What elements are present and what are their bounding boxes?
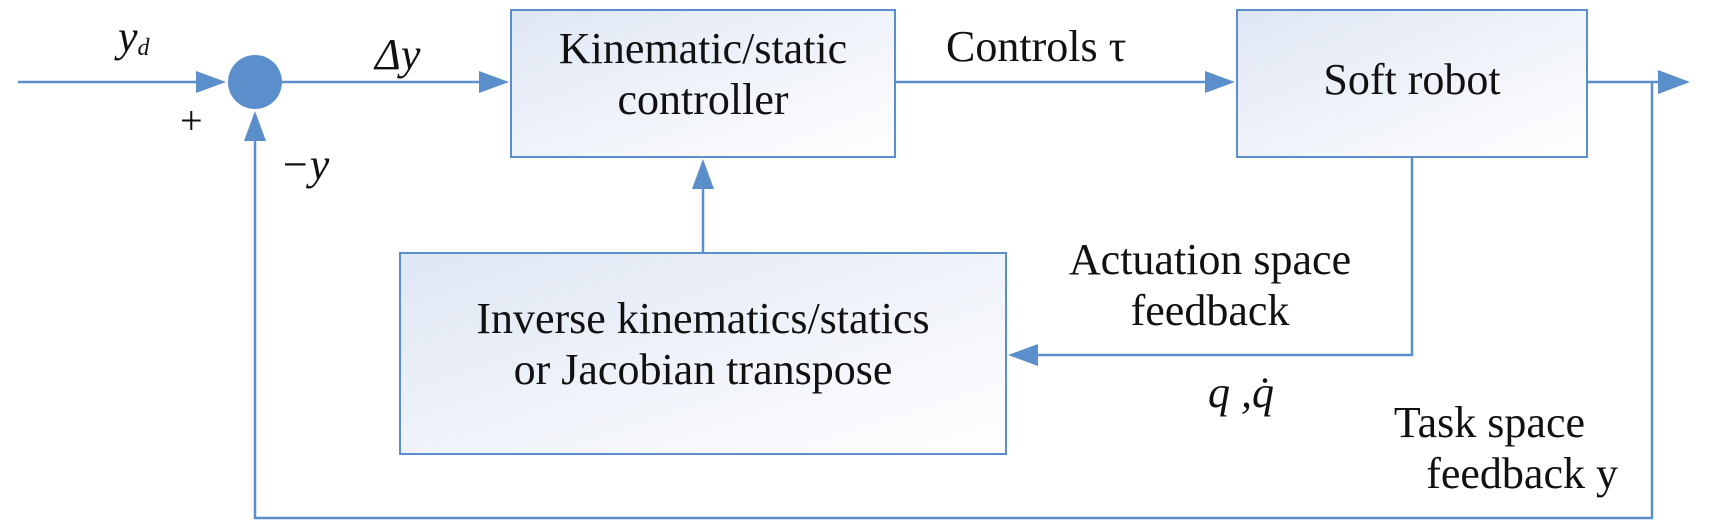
soft-robot-label-line1: Soft robot [1323,55,1501,104]
signal-lines [18,80,1664,520]
task-feedback-line2: feedback y [1426,448,1618,498]
soft-robot-block-label: Soft robot [1237,55,1587,106]
negative-feedback-label: −y [280,140,330,189]
task-feedback-line [253,82,1654,520]
reference-label: yd [118,12,150,63]
arrowhead-output [1658,70,1690,94]
plus-sign-label: + [180,98,203,143]
arrowhead-reference [196,71,226,93]
reference-subscript: d [137,35,150,61]
task-feedback-label: Task space feedback y [1300,398,1618,499]
reference-symbol: y [118,12,138,61]
inverse-block-label: Inverse kinematics/statics or Jacobian t… [400,294,1006,395]
inverse-label-line1: Inverse kinematics/statics [476,294,930,343]
summing-junction [228,55,282,109]
inverse-label-line2: or Jacobian transpose [513,344,893,394]
controls-label: Controls τ [946,22,1127,71]
actuation-feedback-label: Actuation space feedback [1030,235,1390,336]
arrowhead-task-feedback [244,111,266,141]
controller-block-label: Kinematic/static controller [511,24,895,125]
arrowhead-inverse-to-controller [692,159,714,189]
controller-block [510,9,896,158]
error-label: Δy [375,30,421,79]
actuation-feedback-line [1024,157,1414,357]
controller-label-line2: controller [617,74,789,124]
actuation-feedback-line2: feedback [1130,285,1290,335]
actuation-variables-label: q ,q̇ [1208,368,1274,417]
task-feedback-line1: Task space [1393,398,1585,447]
arrowhead-error [479,71,509,93]
arrowhead-actuation-feedback [1008,344,1038,366]
arrowheads [196,70,1690,366]
actuation-feedback-line1: Actuation space [1068,235,1352,284]
controller-label-line1: Kinematic/static [558,24,848,73]
arrowhead-controls [1205,71,1235,93]
soft-robot-block [1236,9,1588,158]
